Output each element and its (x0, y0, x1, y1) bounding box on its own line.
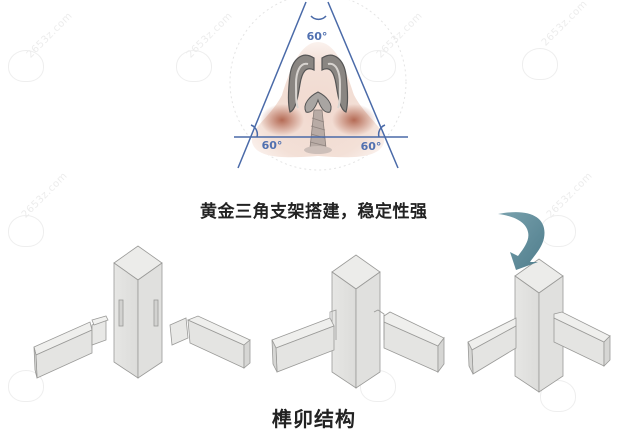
angle-label-top: 60° (307, 30, 328, 43)
nose-shade-left (260, 104, 304, 136)
joinery-step-inserting (271, 254, 445, 389)
cartilage-right (321, 54, 349, 113)
mortise-left (118, 299, 124, 327)
joinery-step-assembled (467, 258, 611, 393)
angle-label-right: 60° (361, 140, 382, 153)
golden-triangle (234, 1, 408, 169)
mortise-right (153, 299, 159, 327)
cartilage-left (287, 54, 315, 113)
nose-shade-right (332, 104, 376, 136)
medial-crura (304, 91, 332, 113)
caption-mortise-tenon: 榫卯结构 (272, 407, 356, 431)
curved-arrow-icon (498, 212, 545, 270)
post-right-face (137, 262, 163, 379)
dotted-circle (229, 0, 407, 171)
post-left-face (113, 262, 139, 379)
nose-figure: 60° 60° 60° (229, 0, 408, 171)
angle-label-left: 60° (262, 139, 283, 152)
joinery-step-separated (33, 245, 251, 379)
caption-golden-triangle: 黄金三角支架搭建，稳定性强 (200, 202, 428, 222)
